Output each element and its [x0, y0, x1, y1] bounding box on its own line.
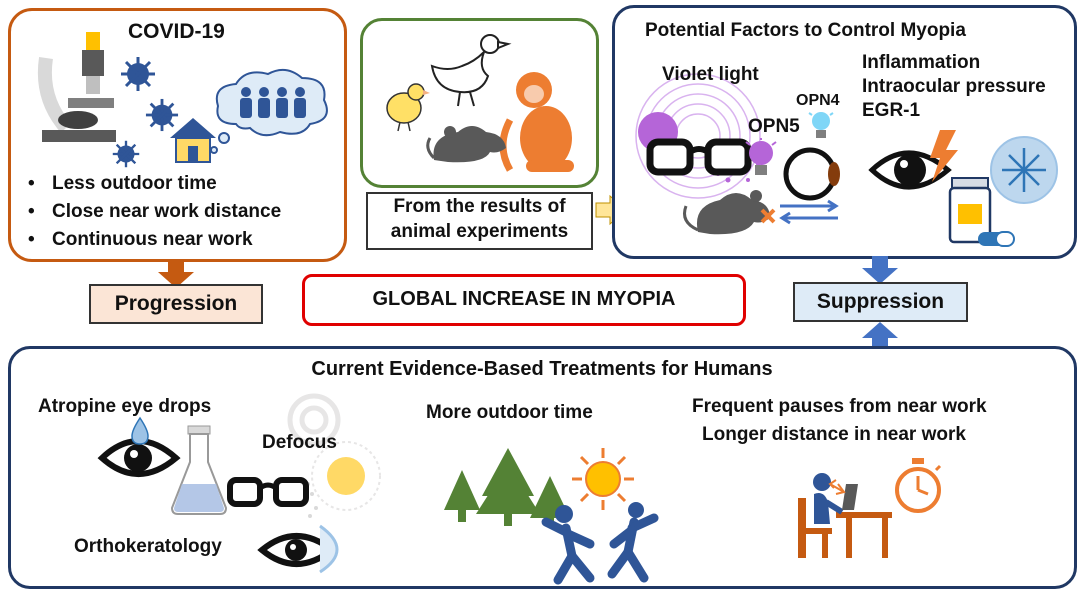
defocus-rings-icon: [287, 393, 381, 518]
people-exercising-icon: [541, 502, 659, 585]
pressure-sphere-icon: [990, 136, 1058, 204]
lightbulb-blue-icon: [808, 112, 834, 138]
animal-caption-line2: animal experiments: [390, 221, 569, 242]
animal-caption-line1: From the results of: [393, 196, 566, 217]
eyeball-icon: [783, 147, 840, 201]
inflamed-eye-icon: [868, 130, 958, 190]
covid-bullet: Close near work distance: [22, 198, 281, 226]
progression-label: Progression: [114, 292, 238, 315]
covid-bullet: Continuous near work: [22, 226, 281, 254]
house-icon: [170, 118, 216, 163]
sun-icon: [572, 448, 634, 510]
suppression-label-box: [793, 282, 968, 322]
desk-worker-icon: [798, 473, 892, 558]
defocus-label: Defocus: [262, 432, 337, 453]
orthokeratology-label: Orthokeratology: [74, 536, 222, 557]
duck-icon: [430, 34, 512, 107]
down-arrow-icon: [862, 256, 898, 284]
animal-caption-box: [366, 192, 593, 250]
covid-bullet: Less outdoor time: [22, 170, 281, 198]
thought-cloud-icon: [210, 68, 328, 154]
atropine-label: Atropine eye drops: [38, 396, 212, 417]
eye-drop-icon: [97, 416, 181, 477]
pauses-label: Frequent pauses from near work: [692, 396, 987, 417]
glasses-icon: [646, 138, 752, 176]
outdoor-label: More outdoor time: [426, 402, 593, 423]
medicine-bottle-icon: [948, 177, 1015, 247]
flask-icon: [170, 425, 228, 515]
cross-mark-icon: [760, 208, 776, 224]
rat-icon: [426, 126, 506, 163]
global-increase-box: [302, 274, 746, 326]
lightbulb-violet-icon: [745, 138, 777, 175]
opn4-label: OPN4: [796, 92, 840, 109]
stopwatch-icon: [895, 458, 942, 513]
other-factor-line3: EGR-1: [862, 100, 921, 121]
treatments-box: [8, 346, 1077, 589]
factors-box: [612, 5, 1077, 259]
rat-icon: [683, 190, 770, 235]
global-increase-label: GLOBAL INCREASE IN MYOPIA: [372, 288, 676, 310]
microscope-icon: [37, 32, 116, 142]
up-arrow-icon: [862, 322, 898, 350]
progression-label-box: [89, 284, 263, 324]
glasses-icon: [227, 477, 309, 507]
contact-lens-eye-icon: [257, 524, 339, 574]
opn5-label: OPN5: [748, 116, 800, 137]
other-factor-line2: Intraocular pressure: [862, 76, 1046, 97]
covid-bullet-list: Less outdoor time Close near work distan…: [22, 170, 281, 254]
treatments-title: Current Evidence-Based Treatments for Hu…: [311, 358, 773, 380]
chick-icon: [386, 83, 430, 132]
factors-title: Potential Factors to Control Myopia: [645, 20, 966, 41]
other-factor-line1: Inflammation: [862, 52, 981, 73]
violet-light-label: Violet light: [662, 64, 759, 85]
monkey-icon: [499, 72, 574, 172]
down-arrow-icon: [158, 262, 194, 288]
virus-icon: [112, 140, 140, 168]
suppression-label: Suppression: [816, 290, 945, 313]
covid-title: COVID-19: [128, 20, 225, 43]
virus-icon: [145, 98, 179, 132]
double-arrow-icon: [779, 199, 839, 225]
virus-icon: [121, 57, 155, 91]
distance-label: Longer distance in near work: [702, 424, 966, 445]
